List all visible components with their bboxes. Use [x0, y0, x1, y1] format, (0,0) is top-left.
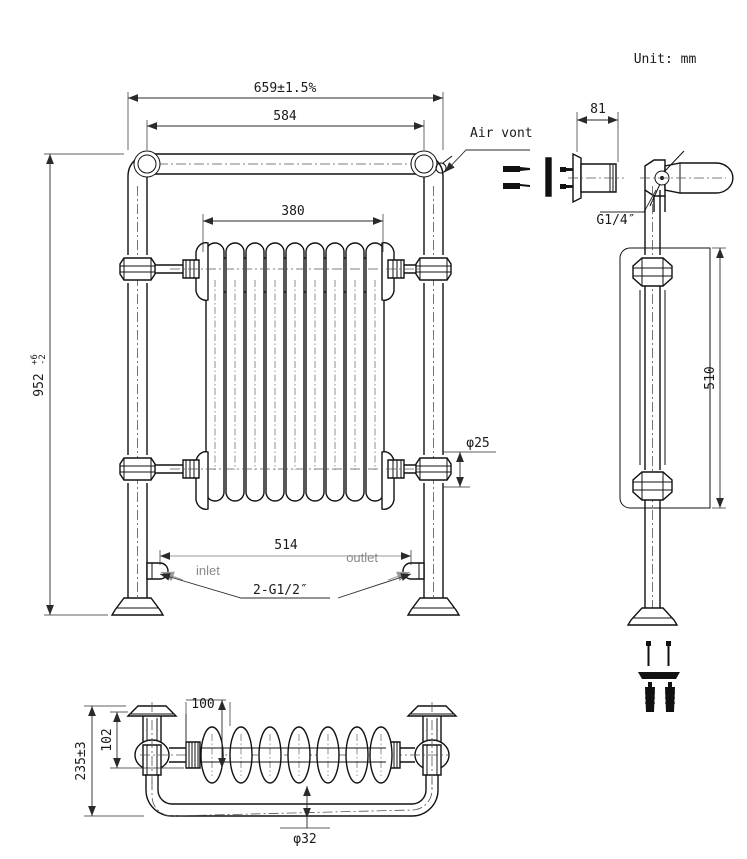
elbow-top-left — [127, 150, 161, 190]
wall-plug-2 — [665, 682, 675, 712]
collar-right-lower — [415, 457, 452, 481]
plan-towel-rail — [145, 775, 439, 817]
dimension-plan-depth: 235±3 — [74, 705, 144, 817]
label-plan-offset: 102 — [100, 728, 115, 751]
label-overall-height: 952 — [32, 373, 47, 396]
g14-annotation: G1/4″ — [596, 189, 657, 228]
label-radiator-width: 380 — [281, 204, 304, 219]
collar-right-upper — [415, 257, 452, 281]
plan-fins — [200, 726, 393, 784]
label-overall-height-tol-plus: +6 — [30, 354, 40, 365]
dimension-side-height: 510 — [703, 247, 726, 509]
plan-radiator-core — [140, 726, 450, 784]
foot-left — [110, 597, 165, 616]
elbow-top-right — [410, 150, 444, 190]
side-elevation-view: 510 — [619, 186, 726, 626]
inlet-annotation: inlet — [160, 563, 220, 582]
fixing-screw-1 — [503, 166, 530, 172]
label-outlet: outlet — [346, 550, 378, 565]
label-plan-fin-width: 100 — [191, 697, 214, 712]
label-side-height: 510 — [703, 366, 718, 389]
dimension-inner-width: 584 — [146, 109, 425, 150]
fixing-screw-long-1 — [646, 641, 651, 666]
radiator-core-front — [155, 241, 420, 511]
label-tube-diameter: φ25 — [466, 436, 489, 451]
label-inlet: inlet — [196, 563, 220, 578]
label-thread-spec: 2-G1/2″ — [253, 583, 308, 598]
front-elevation-view — [110, 150, 461, 616]
collar-left-lower — [119, 457, 156, 481]
air-vent — [435, 155, 453, 174]
thread-spec-annotation: 2-G1/2″ — [159, 573, 412, 599]
label-g14: G1/4″ — [596, 213, 635, 228]
plan-stem-right — [406, 702, 458, 790]
collar-left-upper — [119, 257, 156, 281]
label-overall-width: 659±1.5% — [254, 81, 317, 96]
fixing-screw-long-2 — [666, 641, 671, 666]
label-leg-spacing: 514 — [274, 538, 298, 553]
dimension-rail-diameter: φ32 — [280, 786, 330, 847]
label-air-vent: Air vont — [470, 126, 533, 141]
dimension-overall-height: 952 +6 -2 — [30, 153, 124, 616]
label-bracket-width: 81 — [590, 102, 606, 117]
dimension-plan-offset: 102 — [100, 711, 184, 769]
outlet-spigot — [402, 562, 425, 580]
wall-plug-1 — [645, 682, 655, 712]
fixing-screw-2 — [503, 183, 530, 189]
cover-plate — [638, 672, 680, 679]
connector-lower-right — [387, 459, 416, 479]
label-rail-diameter: φ32 — [293, 832, 316, 847]
outlet-annotation: outlet — [346, 550, 411, 582]
side-joint-upper — [632, 257, 673, 287]
dimension-tube-diameter: φ25 — [443, 436, 496, 488]
air-vent-annotation: Air vont — [444, 126, 533, 173]
label-plan-depth: 235±3 — [74, 741, 89, 780]
side-joint-lower — [632, 471, 673, 501]
foot-right — [406, 597, 461, 616]
label-overall-height-tol-minus: -2 — [38, 354, 48, 365]
radiator-fins — [205, 242, 385, 502]
post-right — [402, 186, 461, 616]
dimension-radiator-width: 380 — [202, 204, 384, 252]
label-inner-width: 584 — [273, 109, 297, 124]
post-left — [110, 186, 169, 616]
dimension-bracket-width: 81 — [576, 102, 619, 162]
wall-plate — [545, 157, 552, 197]
dimension-leg-spacing: 514 — [159, 538, 412, 565]
top-rail — [140, 153, 432, 175]
dimension-overall-width: 659±1.5% — [127, 81, 444, 150]
flanged-bush — [568, 152, 624, 204]
bottom-plan-view: 235±3 102 100 φ32 — [74, 697, 458, 847]
valve-handle-detail: G1/4″ — [596, 150, 734, 228]
dimension-plan-fin-width: 100 — [185, 697, 231, 768]
unit-note: Unit: mm — [634, 52, 697, 67]
wall-fixing-kit: 81 — [503, 102, 624, 204]
side-foot — [626, 607, 679, 626]
plan-stem-left — [126, 702, 178, 790]
bottom-fixings — [638, 641, 680, 712]
inlet-spigot — [146, 562, 169, 580]
